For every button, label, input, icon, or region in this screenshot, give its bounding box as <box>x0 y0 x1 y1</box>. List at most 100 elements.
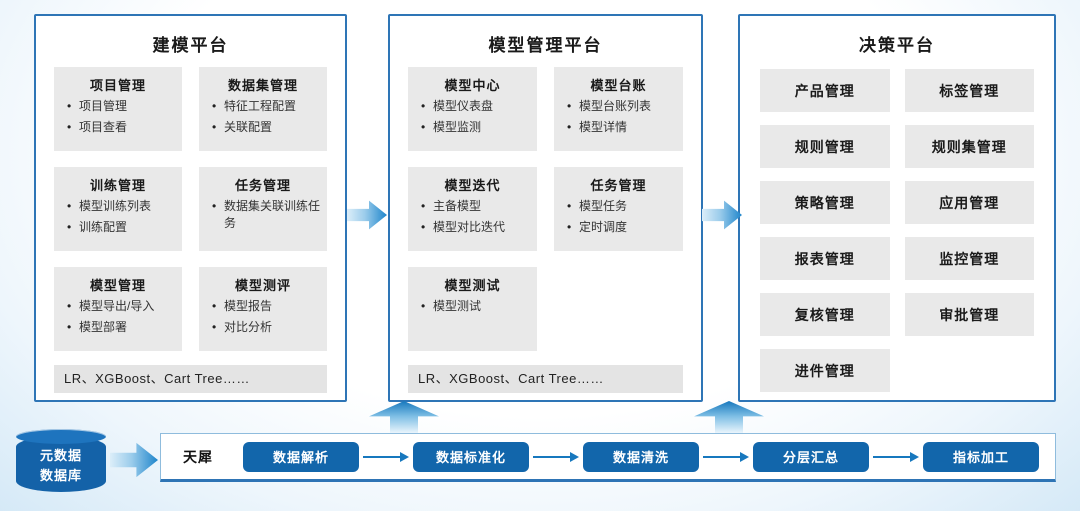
card-title: 数据集管理 <box>227 78 298 93</box>
pipeline-step-button: 数据清洗 <box>583 441 699 472</box>
panel-title-modeling: 建模平台 <box>152 36 229 55</box>
module-grid-decision: 产品管理标签管理规则管理规则集管理策略管理应用管理报表管理监控管理复核管理审批管… <box>758 67 1036 392</box>
decision-module: 审批管理 <box>904 293 1034 336</box>
decision-module: 报表管理 <box>760 237 890 280</box>
connector-arrowhead-icon <box>570 451 579 462</box>
feature-card: 模型管理模型导出/导入模型部署 <box>54 267 182 351</box>
connector-line <box>363 455 400 458</box>
feature-card: 任务管理数据集关联训练任务 <box>199 167 327 251</box>
feature-item: 模型部署 <box>67 319 177 337</box>
feature-card: 任务管理模型任务定时调度 <box>554 167 683 251</box>
decision-module: 应用管理 <box>904 181 1034 224</box>
feature-card: 模型迭代主备模型模型对比迭代 <box>408 167 537 251</box>
feature-card: 数据集管理特征工程配置关联配置 <box>199 67 327 151</box>
card-feature-list: 数据集关联训练任务 <box>204 198 322 233</box>
feature-item: 模型测试 <box>421 298 532 316</box>
card-feature-list: 模型仪表盘模型监测 <box>413 98 532 137</box>
database-cylinder-body <box>16 436 106 492</box>
connector-arrowhead-icon <box>910 451 919 462</box>
feature-item: 项目管理 <box>67 98 177 116</box>
panel-model-management-platform: 模型管理平台 模型中心模型仪表盘模型监测模型台账模型台账列表模型详情模型迭代主备… <box>388 14 703 402</box>
pipeline-connector-arrow-icon <box>363 451 409 462</box>
connector-arrowhead-icon <box>400 451 409 462</box>
card-feature-list: 模型导出/导入模型部署 <box>59 298 177 337</box>
pipeline-step-button: 指标加工 <box>923 441 1039 472</box>
feature-card: 训练管理模型训练列表训练配置 <box>54 167 182 251</box>
card-feature-list: 主备模型模型对比迭代 <box>413 198 532 237</box>
database-to-pipeline-arrow-icon <box>110 442 158 478</box>
feature-item: 关联配置 <box>212 119 322 137</box>
engine-label: 天犀 <box>183 448 213 465</box>
pipeline-step-button: 分层汇总 <box>753 441 869 472</box>
feature-card: 模型中心模型仪表盘模型监测 <box>408 67 537 151</box>
panel-title-model-management: 模型管理平台 <box>488 36 603 55</box>
pipeline-connector-arrow-icon <box>533 451 579 462</box>
card-feature-list: 模型台账列表模型详情 <box>559 98 678 137</box>
card-title: 模型管理 <box>89 278 146 293</box>
card-title: 模型测试 <box>444 278 501 293</box>
connector-arrowhead-icon <box>740 451 749 462</box>
feature-item: 模型详情 <box>567 119 678 137</box>
algorithms-footer-modeling: LR、XGBoost、Cart Tree…… <box>54 365 327 393</box>
feature-item: 特征工程配置 <box>212 98 322 116</box>
card-title: 模型迭代 <box>444 178 501 193</box>
pipeline-step-button: 数据解析 <box>243 441 359 472</box>
feature-item: 项目查看 <box>67 119 177 137</box>
feature-item: 主备模型 <box>421 198 532 216</box>
card-feature-list: 模型训练列表训练配置 <box>59 198 177 237</box>
feature-card: 模型测评模型报告对比分析 <box>199 267 327 351</box>
database-label-line2: 数据库 <box>39 467 82 483</box>
card-title: 任务管理 <box>234 178 291 193</box>
decision-module: 规则集管理 <box>904 125 1034 168</box>
database-cylinder-top <box>16 429 106 444</box>
card-title: 任务管理 <box>590 178 647 193</box>
feature-item: 训练配置 <box>67 219 177 237</box>
card-grid-model-management: 模型中心模型仪表盘模型监测模型台账模型台账列表模型详情模型迭代主备模型模型对比迭… <box>408 67 683 351</box>
card-feature-list: 特征工程配置关联配置 <box>204 98 322 137</box>
panel-decision-platform: 决策平台 产品管理标签管理规则管理规则集管理策略管理应用管理报表管理监控管理复核… <box>738 14 1056 402</box>
feature-item: 模型对比迭代 <box>421 219 532 237</box>
feature-item: 模型报告 <box>212 298 322 316</box>
feature-item: 模型台账列表 <box>567 98 678 116</box>
feature-item: 模型任务 <box>567 198 678 216</box>
card-feature-list: 模型报告对比分析 <box>204 298 322 337</box>
card-title: 模型台账 <box>590 78 647 93</box>
feature-item: 模型仪表盘 <box>421 98 532 116</box>
connector-line <box>533 455 570 458</box>
flow-right-arrow-icon-2 <box>702 200 742 230</box>
feature-card: 模型台账模型台账列表模型详情 <box>554 67 683 151</box>
card-feature-list: 模型测试 <box>413 298 532 316</box>
decision-module: 规则管理 <box>760 125 890 168</box>
connector-line <box>873 455 910 458</box>
decision-module: 监控管理 <box>904 237 1034 280</box>
card-title: 模型中心 <box>444 78 501 93</box>
database-label: 元数据 数据库 <box>16 446 106 485</box>
card-title: 项目管理 <box>89 78 146 93</box>
card-feature-list: 模型任务定时调度 <box>559 198 678 237</box>
card-title: 训练管理 <box>89 178 146 193</box>
feature-item: 定时调度 <box>567 219 678 237</box>
panel-title-decision: 决策平台 <box>859 36 935 55</box>
feature-item: 模型训练列表 <box>67 198 177 216</box>
card-title: 模型测评 <box>234 278 291 293</box>
pipeline-steps: 数据解析 数据标准化 数据清洗 分层汇总 指标加工 <box>243 441 1039 472</box>
flow-up-arrow-icon-2 <box>694 401 764 433</box>
pipeline-connector-arrow-icon <box>873 451 919 462</box>
decision-module: 复核管理 <box>760 293 890 336</box>
metadata-database-cylinder: 元数据 数据库 <box>16 429 106 492</box>
decision-module: 进件管理 <box>760 349 890 392</box>
feature-card: 项目管理项目管理项目查看 <box>54 67 182 151</box>
decision-module: 标签管理 <box>904 69 1034 112</box>
pipeline-step-button: 数据标准化 <box>413 441 529 472</box>
card-feature-list: 项目管理项目查看 <box>59 98 177 137</box>
data-pipeline-container: 天犀 数据解析 数据标准化 数据清洗 分层汇总 指标加工 <box>160 433 1056 482</box>
feature-card: 模型测试模型测试 <box>408 267 537 351</box>
connector-line <box>703 455 740 458</box>
flow-up-arrow-icon-1 <box>369 401 439 433</box>
decision-module: 产品管理 <box>760 69 890 112</box>
feature-item: 对比分析 <box>212 319 322 337</box>
flow-right-arrow-icon-1 <box>347 200 387 230</box>
feature-item: 模型监测 <box>421 119 532 137</box>
panel-modeling-platform: 建模平台 项目管理项目管理项目查看数据集管理特征工程配置关联配置训练管理模型训练… <box>34 14 347 402</box>
